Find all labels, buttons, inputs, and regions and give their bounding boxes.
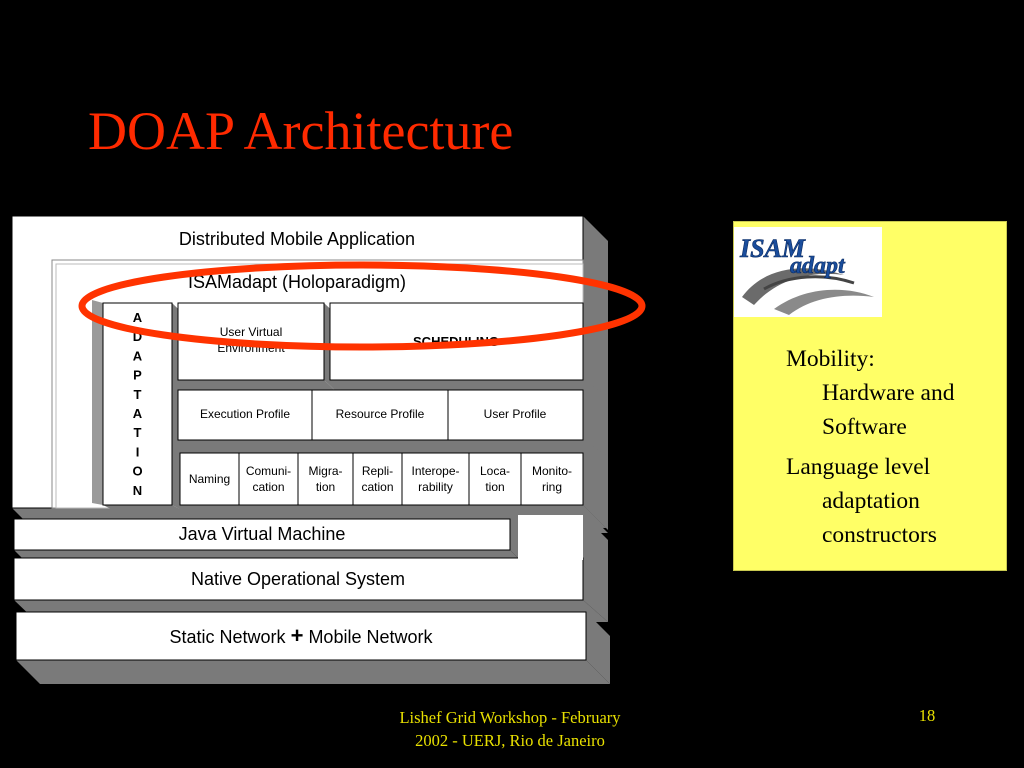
highlight-ellipse bbox=[78, 261, 646, 351]
jvm-layer: Java Virtual Machine bbox=[13, 518, 518, 558]
service-label: Loca- bbox=[480, 464, 510, 478]
service-label: cation bbox=[252, 480, 284, 494]
service-label: rability bbox=[418, 480, 453, 494]
service-label: Repli- bbox=[362, 464, 393, 478]
profile-user: User Profile bbox=[484, 407, 547, 421]
service-label: Naming bbox=[189, 472, 230, 486]
service-box: Monito-ring bbox=[520, 453, 572, 505]
slide-title: DOAP Architecture bbox=[88, 101, 514, 161]
network-layer: Static Network + Mobile Network bbox=[15, 611, 610, 684]
bullet-mobility: Mobility: Hardware and Software bbox=[786, 346, 955, 440]
footer-line1: Lishef Grid Workshop - February bbox=[399, 708, 621, 727]
adaptation-letter: T bbox=[134, 425, 142, 440]
service-label: tion bbox=[316, 480, 335, 494]
adaptation-letter: A bbox=[133, 348, 143, 363]
adaptation-letter: O bbox=[132, 464, 142, 479]
logo-text-top: ISAM bbox=[739, 234, 806, 263]
network-static-label: Static Network bbox=[170, 627, 287, 647]
service-label: Interope- bbox=[411, 464, 459, 478]
uve-line1: User Virtual bbox=[220, 325, 282, 339]
service-box: Interope-rability bbox=[401, 453, 460, 505]
profiles-row: Execution Profile Resource Profile User … bbox=[177, 389, 606, 455]
service-label: Comuni- bbox=[246, 464, 291, 478]
service-label: cation bbox=[361, 480, 393, 494]
isamadapt-label: ISAMadapt (Holoparadigm) bbox=[188, 272, 406, 292]
service-box: Naming bbox=[189, 472, 230, 486]
bullet-list: Mobility: Hardware and Software Language… bbox=[786, 342, 1006, 558]
bullet-language: Language level adaptation constructors bbox=[786, 454, 937, 548]
network-mobile-label: Mobile Network bbox=[308, 627, 433, 647]
service-label: ring bbox=[542, 480, 562, 494]
jvm-label: Java Virtual Machine bbox=[179, 524, 346, 544]
profile-resource: Resource Profile bbox=[336, 407, 425, 421]
native-os-label: Native Operational System bbox=[191, 569, 405, 589]
service-label: tion bbox=[485, 480, 504, 494]
service-label: Monito- bbox=[532, 464, 572, 478]
service-box: Migra-tion bbox=[297, 453, 343, 505]
adaptation-letter: T bbox=[134, 387, 142, 402]
slide-footer: Lishef Grid Workshop - February 2002 - U… bbox=[355, 706, 665, 752]
service-box: Repli-cation bbox=[352, 453, 394, 505]
adaptation-letter: P bbox=[133, 368, 142, 383]
adaptation-letter: A bbox=[133, 310, 143, 325]
info-box: ISAM adapt Mobility: Hardware and Softwa… bbox=[733, 221, 1007, 571]
architecture-diagram: Distributed Mobile Application ISAMadapt… bbox=[11, 215, 646, 684]
service-label: Migra- bbox=[308, 464, 342, 478]
isamadapt-logo: ISAM adapt bbox=[734, 227, 882, 317]
profile-execution: Execution Profile bbox=[200, 407, 290, 421]
logo-text-bottom: adapt bbox=[790, 253, 846, 279]
page-number: 18 bbox=[918, 706, 936, 725]
adaptation-letter: D bbox=[133, 329, 142, 344]
network-plus: + bbox=[291, 623, 304, 648]
adaptation-letter: N bbox=[133, 483, 142, 498]
distributed-app-label: Distributed Mobile Application bbox=[179, 229, 415, 249]
service-box: Loca-tion bbox=[468, 453, 510, 505]
footer-line2: 2002 - UERJ, Rio de Janeiro bbox=[415, 731, 605, 750]
adaptation-letter: A bbox=[133, 406, 143, 421]
network-label: Static Network + Mobile Network bbox=[170, 623, 434, 648]
service-box: Comuni-cation bbox=[238, 453, 291, 505]
adaptation-letter: I bbox=[136, 444, 140, 459]
isamadapt-logo-icon: ISAM adapt bbox=[734, 227, 882, 317]
